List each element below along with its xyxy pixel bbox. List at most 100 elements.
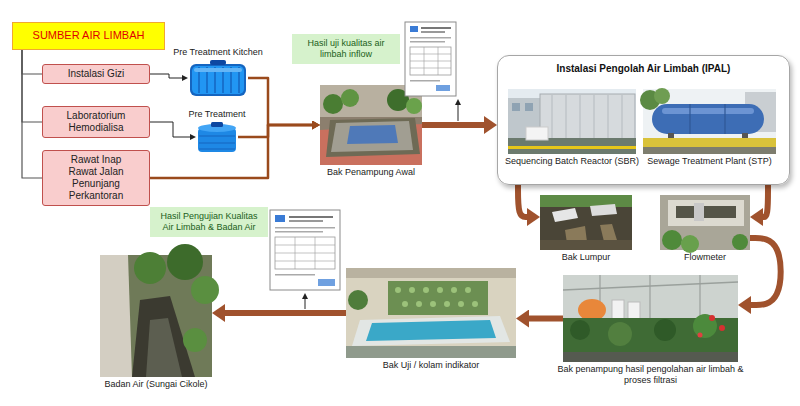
- indicator-pond-photo: [402, 301, 408, 307]
- sludge-tank-photo: [540, 195, 632, 207]
- inlet-tank-photo: [347, 125, 398, 144]
- treated-water-tank-photo: [698, 333, 703, 338]
- treated-water-tank-photo: [570, 320, 590, 340]
- box-label: SUMBER AIR LIMBAH: [33, 29, 145, 42]
- test-report-document: [275, 245, 335, 246]
- photo-caption: Bak Lumpur: [562, 252, 611, 263]
- test-report-document: [289, 216, 333, 218]
- sbr-photo: [508, 89, 636, 154]
- sbr-photo: [526, 127, 548, 140]
- photo-caption: Pre Treatment Kitchen: [173, 47, 263, 58]
- test-report-document: [410, 61, 451, 62]
- photo-node: Sequencing Batch Reactor (SBR): [508, 89, 636, 154]
- pretreatment-tank: [211, 122, 223, 127]
- indicator-pond-photo: [409, 287, 415, 293]
- test-report-document: [438, 47, 439, 75]
- kitchen-tank: [192, 66, 244, 94]
- test-report-document: [275, 227, 335, 229]
- photo-node: Bak Uji / kolam indikator: [346, 268, 516, 358]
- tank-node: Pre Treatment Kitchen: [188, 60, 248, 96]
- indicator-pond-photo: [352, 316, 510, 346]
- test-report-document: [289, 220, 323, 222]
- test-report-document: [410, 47, 451, 75]
- river-photo: [183, 328, 207, 352]
- inlet-tank-photo: [331, 121, 413, 152]
- treated-water-tank-photo: [612, 300, 624, 320]
- photo-caption: Bak Uji / kolam indikator: [383, 360, 480, 371]
- flow-arrow: [150, 122, 190, 137]
- flow-arrow: [763, 185, 768, 217]
- treated-water-tank-photo: [719, 325, 725, 331]
- photo-caption: Pre Treatment: [188, 109, 245, 120]
- flow-arrow: [150, 125, 312, 178]
- test-report-document: [410, 26, 418, 32]
- test-report-document: [318, 279, 335, 286]
- test-report-document: [410, 68, 451, 69]
- inlet-tank-photo: [320, 85, 422, 165]
- treated-water-tank-photo: [608, 322, 632, 346]
- report-arrow: [458, 105, 459, 121]
- photo-node: Badan Air (Sungai Cikole): [100, 255, 212, 377]
- sbr-photo: [566, 95, 567, 139]
- test-report-document: [295, 237, 296, 269]
- test-report-document: [405, 22, 456, 96]
- test-report-document: [424, 47, 425, 75]
- test-report-document: [270, 210, 340, 290]
- indicator-pond-photo: [465, 287, 471, 293]
- indicator-pond-photo: [346, 268, 516, 358]
- test-report-document: [421, 27, 451, 29]
- test-report-document: [410, 80, 440, 82]
- box-label: Hasil Pengujian Kualitas Air Limbah & Ba…: [154, 211, 264, 233]
- inlet-tank-photo: [320, 85, 422, 165]
- source-unit-box: Instalasi Gizi: [42, 64, 150, 84]
- note-box: Hasil uji kualitas air limbah inflow: [292, 34, 400, 64]
- sbr-photo: [552, 95, 553, 139]
- sludge-tank-photo: [590, 204, 617, 216]
- box-label: Hasil uji kualitas air limbah inflow: [296, 38, 396, 60]
- test-report-document: [275, 231, 323, 233]
- photo-node: Bak penampung hasil pengolahan air limba…: [563, 275, 738, 362]
- treated-water-tank-photo: [709, 315, 715, 321]
- photo-caption: Bak Penampung Awal: [327, 167, 415, 178]
- sbr-photo: [540, 94, 635, 140]
- sbr-photo: [608, 95, 609, 139]
- box-label: Instalasi Gizi: [68, 68, 125, 80]
- indicator-pond-photo: [346, 268, 516, 278]
- pretreatment-tank: [198, 122, 236, 152]
- flowmeter-photo: [676, 206, 736, 218]
- treated-water-tank-photo: [693, 314, 717, 338]
- indicator-pond-photo: [472, 301, 478, 307]
- photo-node: Sewage Treatment Plant (STP): [643, 89, 776, 154]
- inlet-tank-photo: [326, 118, 420, 157]
- stp-photo: [689, 104, 690, 134]
- indicator-pond-photo: [444, 301, 450, 307]
- sludge-tank-photo: [540, 195, 632, 250]
- sbr-photo: [594, 95, 595, 139]
- kitchen-tank: [210, 60, 226, 65]
- report-arrow: [305, 299, 306, 309]
- indicator-pond-photo: [366, 320, 496, 341]
- river-photo: [146, 318, 182, 377]
- sbr-photo: [512, 103, 520, 111]
- river-photo: [100, 244, 219, 377]
- test-report-document: [270, 210, 340, 290]
- sludge-tank-photo: [540, 195, 632, 250]
- flowmeter-photo: [732, 234, 748, 250]
- river-photo: [191, 276, 219, 304]
- test-report-document: [275, 215, 285, 222]
- test-report-document: [315, 237, 316, 269]
- indicator-pond-photo: [451, 287, 457, 293]
- box-label: Rawat Inap Rawat Jalan Penunjang Perkant…: [65, 154, 127, 202]
- flowmeter-photo: [662, 230, 682, 250]
- photo-caption: Sewage Treatment Plant (STP): [647, 156, 772, 167]
- pretreatment-tank: [199, 148, 235, 149]
- flowmeter-photo: [660, 195, 750, 253]
- sbr-photo: [622, 95, 623, 139]
- photo-node: Flowmeter: [660, 195, 750, 250]
- test-report-document: [421, 31, 445, 33]
- source-box: SUMBER AIR LIMBAH: [12, 22, 165, 50]
- flow-arrow: [150, 74, 182, 78]
- treated-water-tank-photo: [578, 299, 606, 321]
- note-box: Hasil Pengujian Kualitas Air Limbah & Ba…: [150, 207, 268, 237]
- flow-arrow: [529, 316, 563, 322]
